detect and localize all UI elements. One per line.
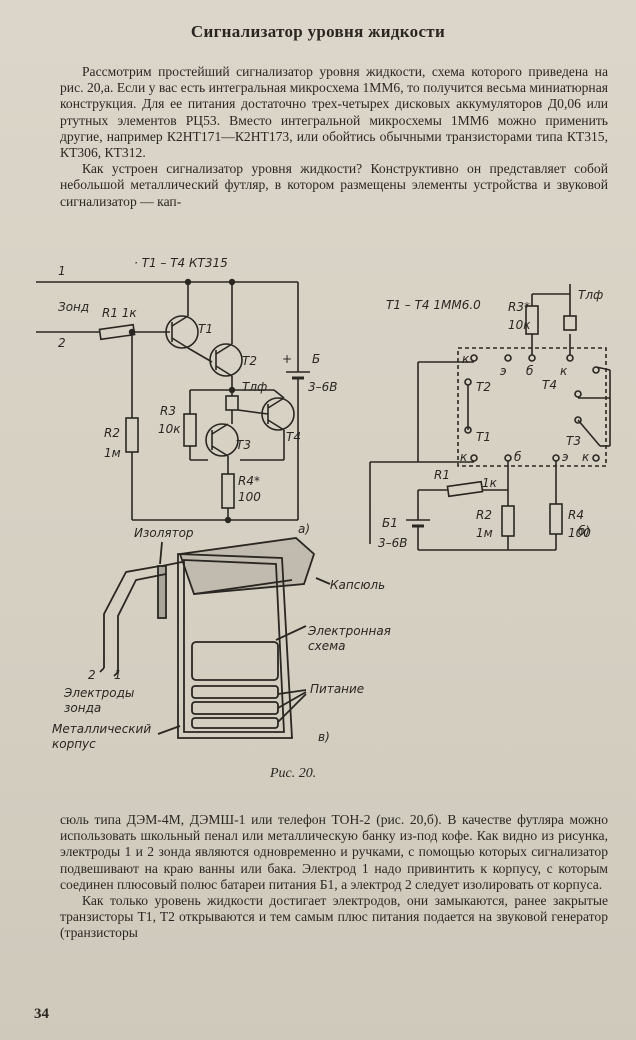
a-battery-voltage: 3–6В bbox=[308, 380, 338, 394]
a-sublabel: а) bbox=[298, 522, 311, 536]
b-r2-label: R2 bbox=[476, 508, 492, 522]
a-t1-label: T1 bbox=[198, 322, 213, 336]
c-electrode1-label: 1 bbox=[114, 668, 122, 682]
body-text: сюль типа ДЭМ-4М, ДЭМШ-1 или телефон ТОН… bbox=[60, 812, 608, 942]
b-t2-label: T2 bbox=[476, 380, 491, 394]
b-pin-b-1: б bbox=[526, 364, 534, 378]
a-wire2-label: 2 bbox=[58, 336, 66, 350]
b-pin-k-2: к bbox=[560, 364, 568, 378]
a-wire1-label: 1 bbox=[58, 264, 66, 278]
b-pin-b-2: б bbox=[514, 450, 522, 464]
a-r4-value: 100 bbox=[238, 490, 261, 504]
a-phone-label: Тлф bbox=[242, 380, 268, 394]
b-pin-k-1: к bbox=[462, 352, 470, 366]
figure-caption: Рис. 20. bbox=[270, 766, 317, 781]
a-r4-label: R4* bbox=[238, 474, 260, 488]
b-pin-k-3: к bbox=[460, 450, 468, 464]
a-t2-label: T2 bbox=[242, 354, 257, 368]
b-battery-label: Б1 bbox=[382, 516, 398, 530]
c-circuit-label: Электронная схема bbox=[308, 624, 391, 653]
paragraph: сюль типа ДЭМ-4М, ДЭМШ-1 или телефон ТОН… bbox=[60, 812, 608, 892]
b-battery-voltage: 3–6В bbox=[378, 536, 408, 550]
a-battery-label: Б bbox=[312, 352, 321, 366]
c-power-label: Питание bbox=[310, 682, 365, 696]
b-t3-label: T3 bbox=[566, 434, 581, 448]
construction-drawing-c bbox=[99, 537, 331, 739]
b-r1-value: 1к bbox=[482, 476, 497, 490]
c-sublabel: в) bbox=[318, 730, 330, 744]
a-transistor-note: · T1 – T4 КТ315 bbox=[134, 256, 228, 270]
b-r2-value: 1м bbox=[476, 526, 493, 540]
schematic-b bbox=[369, 284, 611, 551]
c-insulator-label: Изолятор bbox=[134, 526, 194, 540]
c-case-label: Металлический корпус bbox=[52, 722, 152, 751]
c-electrode2-label: 2 bbox=[88, 668, 96, 682]
b-r3-label: R3* bbox=[508, 300, 530, 314]
a-r3-value: 10к bbox=[158, 422, 181, 436]
b-t1-label: T1 bbox=[476, 430, 491, 444]
a-t4-label: T4 bbox=[286, 430, 301, 444]
b-pin-k-4: к bbox=[582, 450, 590, 464]
paragraph: Рассмотрим простейший сигнализатор уровн… bbox=[60, 64, 608, 161]
a-probe-label: Зонд bbox=[58, 300, 90, 314]
paragraph: Как только уровень жидкости достигает эл… bbox=[60, 893, 608, 941]
a-t3-label: T3 bbox=[236, 438, 251, 452]
b-pin-e-1: э bbox=[500, 364, 507, 378]
circuit-drawings bbox=[36, 278, 611, 739]
b-sublabel: б) bbox=[578, 524, 591, 538]
article-title: Сигнализатор уровня жидкости bbox=[190, 22, 446, 41]
b-r3-value: 10к bbox=[508, 318, 531, 332]
b-pin-e-2: э bbox=[562, 450, 569, 464]
paragraph: Как устроен сигнализатор уровня жидкости… bbox=[60, 161, 608, 209]
a-r2-value: 1м bbox=[104, 446, 121, 460]
b-r4-label: R4 bbox=[568, 508, 584, 522]
schematic-a bbox=[36, 278, 310, 524]
b-r4-value: 100 bbox=[568, 526, 591, 540]
page-number: 34 bbox=[34, 1006, 49, 1022]
c-capsule-label: Капсюль bbox=[330, 578, 386, 592]
a-r1-label: R1 1к bbox=[102, 306, 137, 320]
c-electrodes-label: Электроды зонда bbox=[64, 686, 135, 715]
a-plus-sign: + bbox=[282, 352, 293, 366]
b-r1-label: R1 bbox=[434, 468, 450, 482]
a-r3-label: R3 bbox=[160, 404, 176, 418]
b-t4-label: T4 bbox=[542, 378, 557, 392]
a-r2-label: R2 bbox=[104, 426, 120, 440]
figure-20: · T1 – T4 КТ315 1 Зонд 2 R1 1к T1 T2 Тлф… bbox=[30, 254, 620, 802]
b-transistor-note: T1 – T4 1ММ6.0 bbox=[386, 298, 481, 312]
b-phone-label: Тлф bbox=[578, 288, 604, 302]
intro-text: Рассмотрим простейший сигнализатор уровн… bbox=[60, 64, 608, 210]
